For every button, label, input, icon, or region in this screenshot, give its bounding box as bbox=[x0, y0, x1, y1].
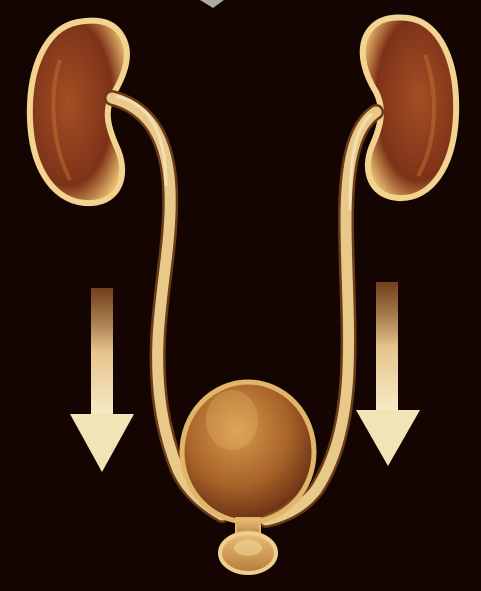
right-arrow-down-icon bbox=[356, 282, 420, 466]
left-kidney bbox=[30, 21, 127, 203]
top-mark bbox=[200, 0, 224, 8]
bladder bbox=[182, 382, 314, 522]
left-arrow-down-icon bbox=[70, 288, 134, 472]
